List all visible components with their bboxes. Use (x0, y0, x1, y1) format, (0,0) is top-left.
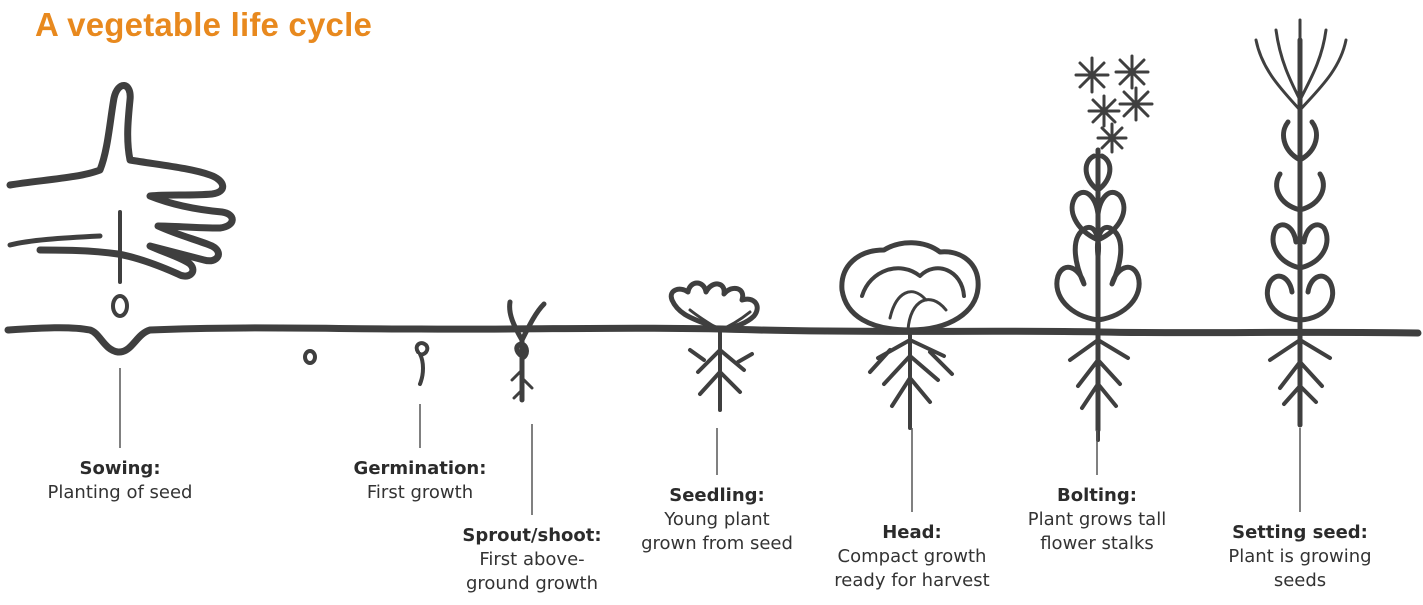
ground-line-icon (4, 324, 1422, 356)
stage-description: Plant is growing (1228, 546, 1372, 567)
stage-description: ready for harvest (834, 570, 990, 591)
stage-name: Setting seed: (1232, 522, 1368, 543)
stage-name: Sprout/shoot: (462, 525, 602, 546)
stage-label-head: Head: Compact growth ready for harvest (812, 521, 1012, 593)
stage-label-sowing: Sowing: Planting of seed (20, 457, 220, 505)
stage-label-seedling: Seedling: Young plant grown from seed (617, 484, 817, 556)
stage-name: Germination: (353, 458, 487, 479)
stage-description: Planting of seed (47, 482, 193, 503)
bolting-plant-icon (1054, 54, 1154, 442)
stage-description: seeds (1273, 570, 1327, 591)
cabbage-head-icon (839, 240, 981, 430)
germinating-seed-icon (303, 341, 430, 386)
seeding-plant-icon (1254, 18, 1348, 428)
stage-description: First above- (479, 549, 585, 570)
stage-label-sprout: Sprout/shoot: First above- ground growth (432, 524, 632, 596)
stage-name: Head: (882, 522, 942, 543)
stage-description: Compact growth (837, 546, 987, 567)
stage-description: Plant grows tall (1027, 509, 1167, 530)
stage-name: Seedling: (669, 485, 765, 506)
stage-description: Young plant (664, 509, 770, 530)
stage-label-setting-seed: Setting seed: Plant is growing seeds (1200, 521, 1400, 593)
diagram-title: A vegetable life cycle (35, 6, 373, 43)
stage-description: flower stalks (1040, 533, 1154, 554)
stage-label-germination: Germination: First growth (320, 457, 520, 505)
stage-name: Bolting: (1057, 485, 1137, 506)
stage-name: Sowing: (79, 458, 161, 479)
seedling-icon (668, 280, 760, 412)
stage-description: grown from seed (641, 533, 793, 554)
stage-description: First growth (366, 482, 474, 503)
hand-sowing-seed-icon (6, 82, 236, 318)
stage-description: ground growth (465, 573, 599, 594)
leader-lines (119, 368, 1301, 515)
stage-label-bolting: Bolting: Plant grows tall flower stalks (997, 484, 1197, 556)
sprout-icon (507, 299, 547, 403)
